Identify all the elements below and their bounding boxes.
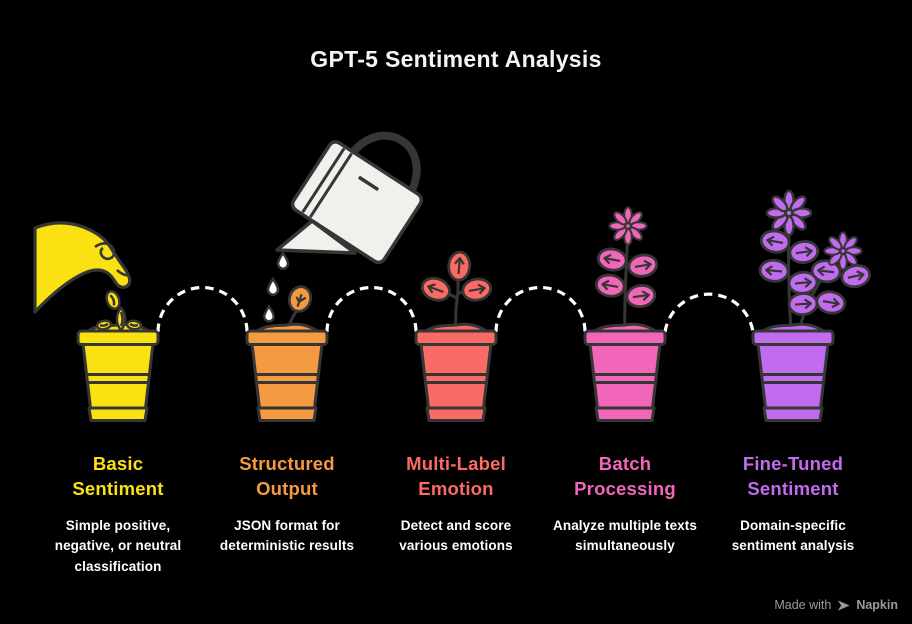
stage-2-structured-output-icon bbox=[245, 131, 424, 422]
arc-connector-3 bbox=[494, 285, 587, 333]
stage-title: Multi-Label Emotion bbox=[406, 453, 506, 499]
blooming-plant-icon bbox=[757, 189, 873, 332]
flowering-plant-icon bbox=[593, 206, 660, 332]
stage-description: Simple positive, negative, or neutral cl… bbox=[54, 517, 182, 574]
watermark-prefix: Made with bbox=[774, 598, 832, 612]
pot-icon bbox=[76, 322, 160, 422]
arc-connector-1 bbox=[156, 285, 249, 333]
arc-connectors bbox=[156, 285, 755, 333]
sprout-icon bbox=[286, 285, 313, 332]
stage-title: Basic Sentiment bbox=[72, 453, 164, 499]
stage-column-batch-processing: Batch Processing Analyze multiple texts … bbox=[537, 452, 713, 557]
hand-dropping-seeds-icon bbox=[33, 221, 132, 314]
stage-description: Domain-specific sentiment analysis bbox=[731, 517, 855, 554]
stage-5-fine-tuned-sentiment-icon bbox=[751, 189, 873, 422]
watering-can-icon bbox=[263, 131, 424, 323]
arc-connector-4 bbox=[663, 292, 755, 333]
stage-column-structured-output: Structured Output JSON format for determ… bbox=[199, 452, 375, 557]
flower-icon bbox=[823, 231, 863, 271]
pot-icon bbox=[414, 322, 498, 422]
stage-column-fine-tuned-sentiment: Fine-Tuned Sentiment Domain-specific sen… bbox=[705, 452, 881, 557]
pot-icon bbox=[245, 322, 329, 422]
water-drops-icon bbox=[263, 251, 290, 323]
stage-column-basic-sentiment: Basic Sentiment Simple positive, negativ… bbox=[30, 452, 206, 577]
pot-icon bbox=[751, 322, 835, 422]
stage-description: Detect and score various emotions bbox=[399, 517, 513, 554]
watermark: Made with Napkin bbox=[774, 598, 898, 612]
pot-icon bbox=[583, 322, 667, 422]
stage-column-multi-label-emotion: Multi-Label Emotion Detect and score var… bbox=[368, 452, 544, 557]
stage-title: Structured Output bbox=[239, 453, 335, 499]
napkin-logo-icon bbox=[838, 599, 850, 611]
illustration bbox=[33, 131, 873, 422]
young-plant-icon bbox=[417, 249, 494, 332]
flower-icon bbox=[608, 206, 648, 246]
stage-title: Fine-Tuned Sentiment bbox=[742, 453, 844, 499]
flower-icon bbox=[765, 189, 813, 237]
seeds-icon bbox=[95, 267, 143, 332]
stage-1-basic-sentiment-icon bbox=[33, 221, 160, 422]
watermark-brand: Napkin bbox=[856, 598, 898, 612]
stage-3-multi-label-emotion-icon bbox=[414, 249, 498, 422]
stage-description: Analyze multiple texts simultaneously bbox=[553, 517, 697, 554]
stage-4-batch-processing-icon bbox=[583, 206, 667, 422]
arc-connector-2 bbox=[325, 285, 418, 333]
page-title: GPT-5 Sentiment Analysis bbox=[310, 46, 602, 72]
stage-title: Batch Processing bbox=[574, 453, 676, 499]
stage-description: JSON format for deterministic results bbox=[219, 517, 355, 554]
